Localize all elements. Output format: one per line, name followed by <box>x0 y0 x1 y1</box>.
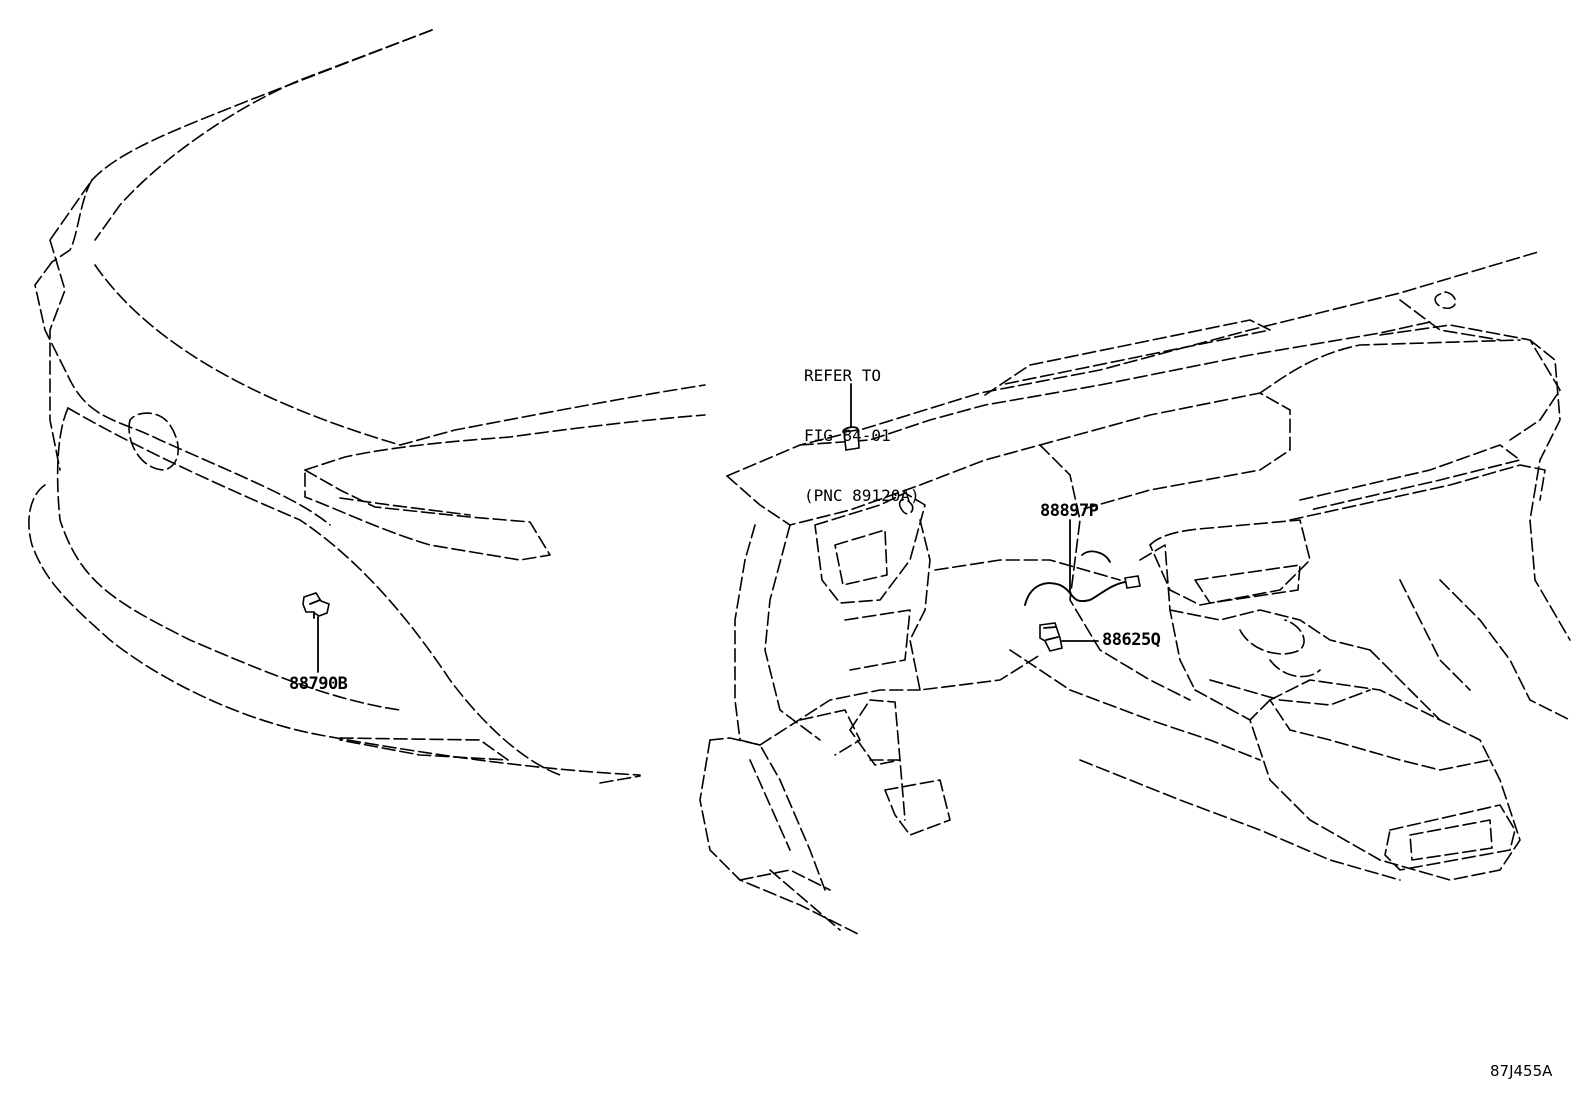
front-bumper-view <box>28 29 706 784</box>
illustration-code: 87J455A <box>1490 1062 1553 1080</box>
refer-line-2: FIG 84-01 <box>804 426 891 445</box>
front-sensor-icon <box>302 592 330 619</box>
instrument-panel-view <box>699 251 1571 936</box>
part-number-88790B: 88790B <box>289 674 348 694</box>
part-number-88625Q: 88625Q <box>1102 630 1161 650</box>
harness-clamp-icon <box>1024 550 1141 606</box>
refer-line-3: (PNC 89120A) <box>804 486 920 505</box>
part-number-88897P: 88897P <box>1040 501 1099 521</box>
refer-to-note: REFER TO FIG 84-01 (PNC 89120A) <box>804 326 920 546</box>
refer-line-1: REFER TO <box>804 366 882 385</box>
interior-sensor-icon <box>1039 622 1063 652</box>
